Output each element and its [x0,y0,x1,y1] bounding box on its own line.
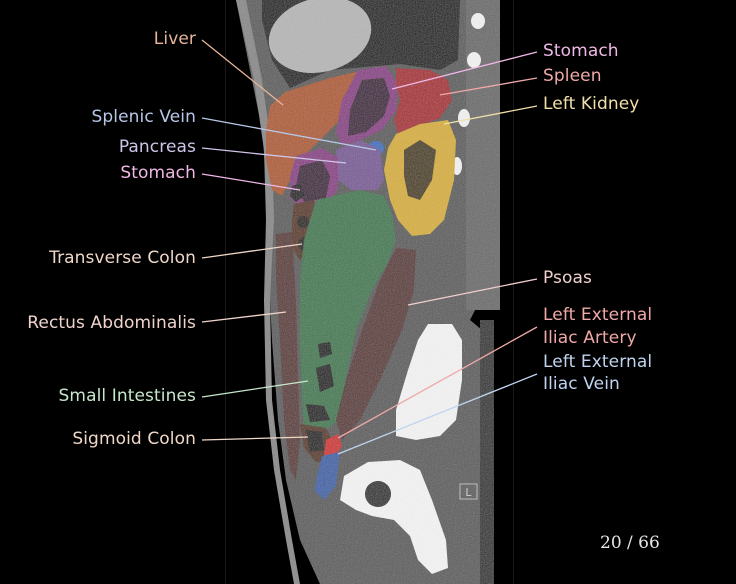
rib [458,109,470,127]
rectus-abdominalis-segmentation [276,232,300,480]
liver-segmentation [266,70,364,196]
label-small-intestines: Small Intestines [58,386,196,406]
leader-transverse-colon [201,243,303,259]
leader-stomach-right [391,51,538,90]
intestine-gas [318,342,332,358]
left-external-iliac-artery-segmentation [324,434,342,458]
label-left-external-iliac-artery-line2: Iliac Artery [543,328,637,348]
pancreas-segmentation [336,140,384,190]
rib [471,13,485,29]
label-stomach-left: Stomach [120,163,196,183]
stomach-upper-lumen [348,78,390,136]
label-sigmoid-colon: Sigmoid Colon [72,429,196,449]
leader-left-kidney [443,105,538,125]
orientation-marker-text: L [465,486,472,499]
leader-left-external-iliac-artery [337,326,538,439]
label-left-external-iliac-vein-line2: Iliac Vein [543,374,620,394]
femoral-canal [365,481,391,507]
leader-left-external-iliac-vein [337,373,538,455]
intestine-gas [316,364,334,392]
leader-sigmoid-colon [201,436,309,441]
label-liver: Liver [153,29,196,49]
right-body-wall-lower [480,320,494,584]
label-psoas: Psoas [543,268,592,288]
rib [467,52,481,68]
label-left-kidney: Left Kidney [543,94,640,114]
stomach-lower-lumen [296,160,330,202]
leader-splenic-vein [201,117,377,151]
orientation-marker-box [459,483,478,500]
label-left-external-iliac-artery-line1: Left External [543,305,653,325]
leader-liver [201,39,284,106]
intestine-gas [306,404,330,422]
anatomy-layer [236,0,500,584]
leader-pancreas [201,147,347,164]
label-pancreas: Pancreas [118,137,196,157]
leader-lines [201,39,538,455]
psoas-segmentation [336,248,416,440]
leader-small-intestines [201,380,309,398]
label-spleen: Spleen [543,66,602,86]
slice-counter: 20 / 66 [600,533,660,553]
leader-stomach-left [201,173,301,191]
label-left-external-iliac-vein-line1: Left External [543,352,653,372]
left-external-iliac-vein-segmentation [314,452,340,500]
skin-edge [236,0,300,584]
leader-psoas [407,278,538,306]
label-stomach-right: Stomach [543,41,619,61]
kidney-sinus [404,140,436,200]
right-body-wall [466,0,500,310]
label-transverse-colon: Transverse Colon [49,248,196,268]
leader-rectus-abdominalis [201,311,287,323]
leader-spleen [439,77,538,96]
heart [268,0,372,74]
label-splenic-vein: Splenic Vein [91,107,196,127]
label-rectus-abdominalis: Rectus Abdominalis [27,313,196,333]
